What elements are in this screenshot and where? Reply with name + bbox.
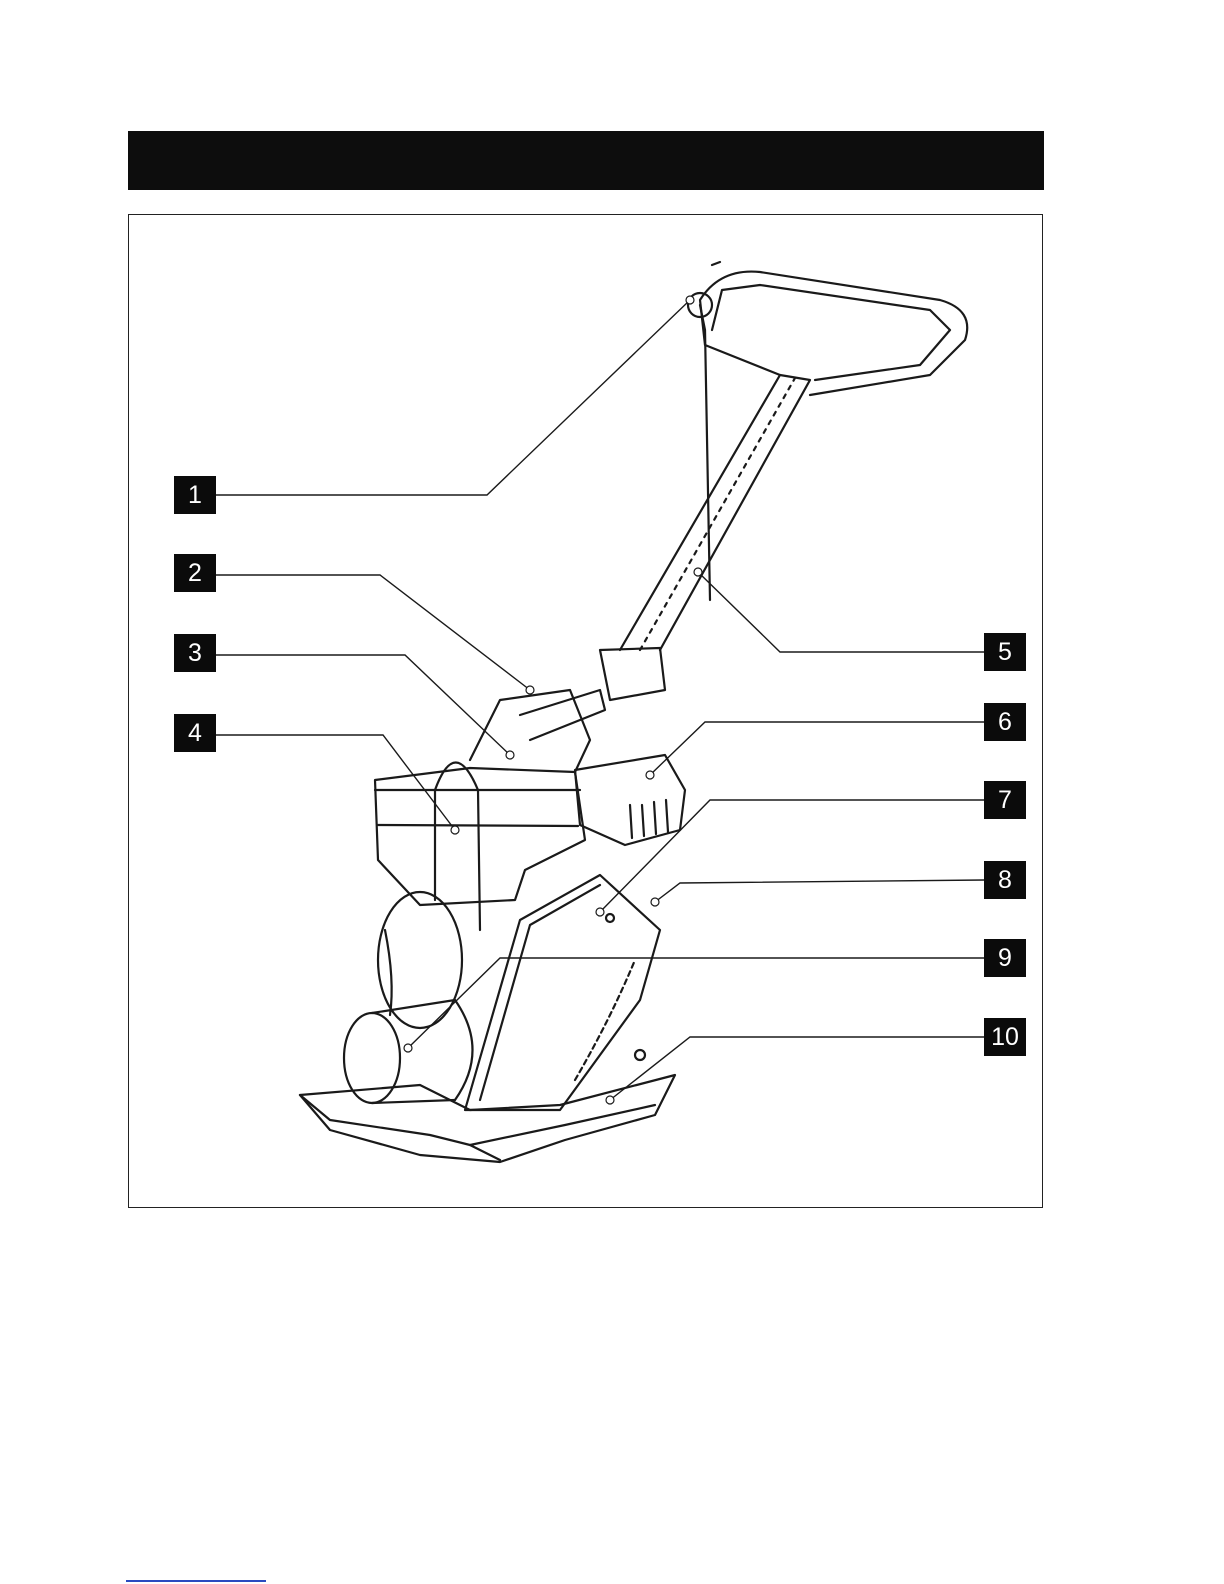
callout-8-label: 8: [998, 861, 1012, 899]
callout-2-label: 2: [188, 554, 202, 592]
callout-3-label: 3: [188, 634, 202, 672]
callout-6: 6: [984, 703, 1026, 741]
leader-line-2: [216, 575, 530, 690]
callout-2: 2: [174, 554, 216, 592]
callout-4-label: 4: [188, 714, 202, 752]
handle-pivot: [600, 648, 665, 700]
callout-1-label: 1: [188, 476, 202, 514]
callout-7-label: 7: [998, 781, 1012, 819]
leader-line-3: [216, 655, 510, 755]
leader-line-9: [408, 958, 984, 1048]
leader-line-4: [216, 735, 455, 830]
belt-guard: [465, 875, 660, 1110]
callout-10-label: 10: [991, 1018, 1019, 1056]
fuel-tank: [470, 690, 590, 772]
callout-4: 4: [174, 714, 216, 752]
callout-9: 9: [984, 939, 1026, 977]
callout-5: 5: [984, 633, 1026, 671]
callout-1: 1: [174, 476, 216, 514]
callout-10: 10: [984, 1018, 1026, 1056]
callout-3: 3: [174, 634, 216, 672]
callout-5-label: 5: [998, 633, 1012, 671]
callout-6-label: 6: [998, 703, 1012, 741]
callout-7: 7: [984, 781, 1026, 819]
callout-8: 8: [984, 861, 1026, 899]
footer-rule: [126, 1580, 266, 1582]
leader-line-6: [650, 722, 984, 775]
leader-line-8: [655, 880, 984, 902]
leader-line-7: [600, 800, 984, 912]
handle-shaft: [620, 375, 810, 650]
base-plate: [300, 1075, 675, 1162]
leader-line-1: [216, 300, 690, 495]
callout-9-label: 9: [998, 939, 1012, 977]
leader-line-5: [698, 572, 984, 652]
